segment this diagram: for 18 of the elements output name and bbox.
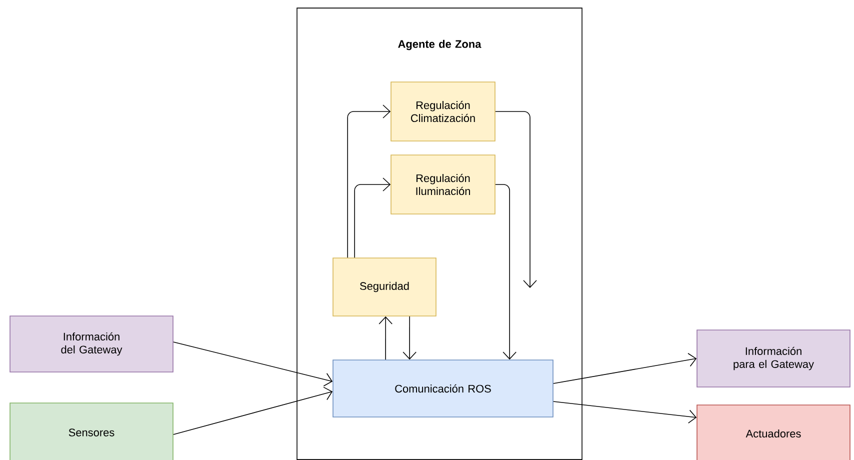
input-box: Información del Gateway (10, 316, 174, 372)
arrow (173, 342, 333, 386)
output-box: Actuadores (696, 404, 850, 460)
process-box: Comunicación ROS (332, 360, 554, 418)
arrow (495, 111, 537, 288)
arrow (347, 104, 391, 258)
process-box: Regulación Iluminación (390, 154, 496, 214)
process-box: Seguridad (332, 258, 436, 316)
arrow (553, 353, 697, 384)
arrow (495, 184, 516, 360)
arrow (173, 386, 333, 435)
process-box: Regulación Climatización (390, 82, 496, 142)
arrow (378, 316, 392, 360)
output-box: Información para el Gateway (696, 330, 850, 388)
arrow (553, 401, 697, 424)
arrow (354, 178, 391, 258)
arrow (402, 316, 416, 360)
input-box: Sensores (10, 402, 174, 460)
